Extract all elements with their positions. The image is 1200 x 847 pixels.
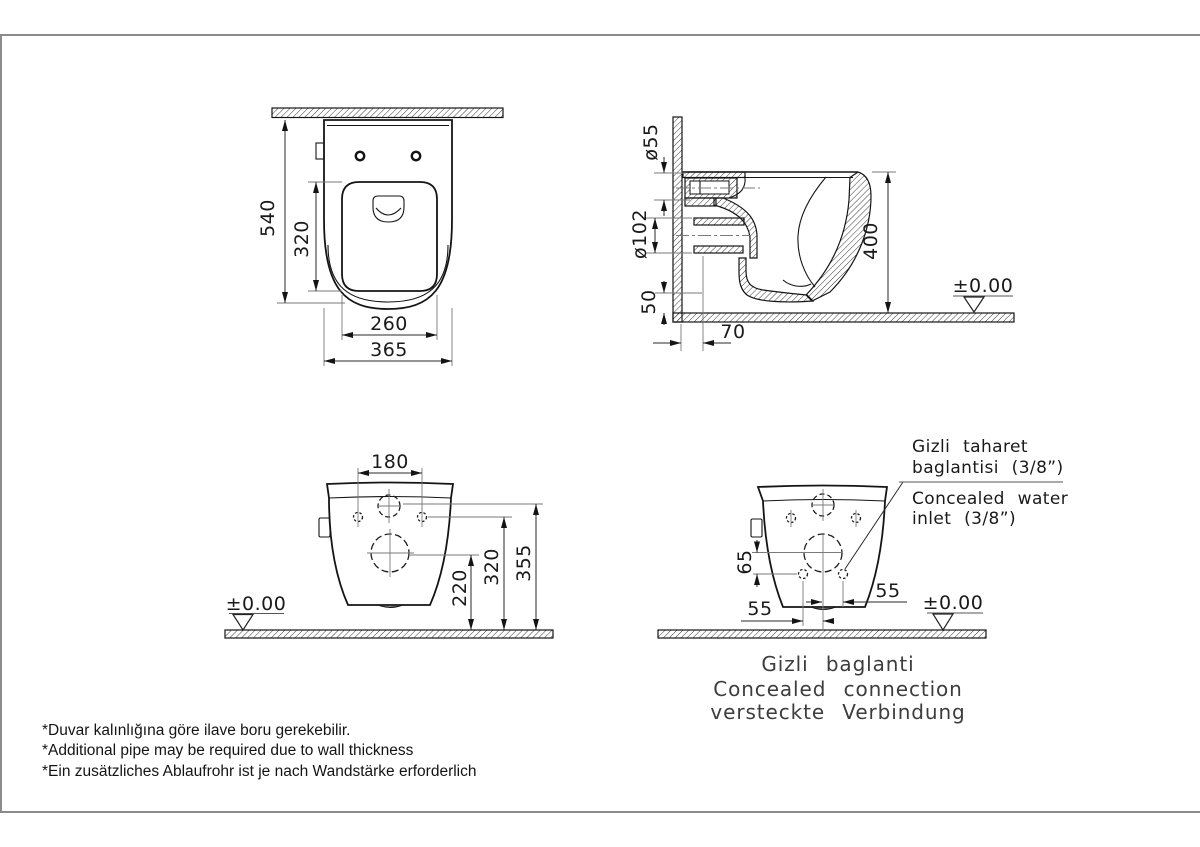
seat-bolt-hole [410,150,422,162]
water-inlet-callout: Gizli taharet baglantisi (3/8”) Conceale… [844,437,1068,570]
outlet-top-wall [693,217,745,226]
weir-curve [782,279,812,287]
dim-65: 65 [734,540,760,587]
dim-320-front: 320 [481,517,507,630]
dim-220: 220 [449,555,474,630]
rim-deck-section [682,171,746,179]
rim-line [328,495,452,499]
flush-valve [372,195,405,223]
side-button-tab [318,517,331,538]
dim-55-right: 55 [806,580,907,605]
outlet-bottom-wall [693,245,744,254]
dim-label: 400 [860,222,882,260]
dim-label: 365 [370,339,408,361]
dim-540: 540 [257,120,345,304]
sump-section [738,257,815,303]
callout-tr-line2: baglantisi (3/8”) [912,458,1064,478]
dim-label: 220 [449,569,471,607]
datum-concealed: ±0.00 [923,592,984,632]
dim-320: 320 [291,181,342,292]
dim-180: 180 [357,451,423,510]
side-section-view: ø55 ø102 50 400 70 ±0.00 [629,116,1015,351]
datum-front: ±0.00 [226,593,287,632]
dim-70: 70 [653,256,745,351]
dim-label: 55 [747,598,772,620]
dim-365: 365 [323,308,453,366]
dim-outlet-dia: ø102 [629,209,692,259]
datum-triangle [962,296,986,314]
side-button-tab [315,142,325,160]
seat-bolt-hole [354,150,366,162]
pan-outline [323,119,453,310]
bowl-inner-curve [797,176,827,288]
body-outline [325,481,455,606]
bowl-back-line [728,176,746,199]
footnote-tr: *Duvar kalınlığına göre ilave boru gerek… [42,722,351,739]
body-outline [756,484,889,608]
floor-section [657,629,987,639]
datum-triangle [931,613,955,632]
dim-55-left: 55 [741,598,834,624]
trap-bump [377,605,404,608]
front-wall-section [805,171,872,302]
trap-bump [810,607,837,610]
datum-label: ±0.00 [923,592,984,614]
dim-label: 320 [481,548,503,586]
dim-inlet-dia: ø55 [640,123,690,216]
flush-valve-lip [375,207,402,216]
inlet-step-section [684,197,717,207]
floor-section [224,629,554,639]
dim-label: 320 [291,220,313,258]
dim-50: 50 [638,281,702,325]
waste-outlet-circle [803,533,843,573]
concealed-caption: Gizli baglanti Concealed connection vers… [710,652,965,724]
dim-400: 400 [860,171,896,313]
front-view: 180 220 320 355 ±0.00 [224,451,554,639]
dim-label: 65 [734,549,756,574]
footnote-de: *Ein zusätzliches Ablaufrohr ist je nach… [42,762,477,780]
top-view: 540 320 260 365 [257,107,504,366]
side-button-tab [750,518,763,538]
dim-260: 260 [341,295,438,340]
dim-label: ø55 [640,123,662,160]
pan-inner-contour [327,244,449,303]
dim-label: 260 [370,313,408,335]
dim-label: 540 [257,199,279,237]
datum-label: ±0.00 [953,275,1014,297]
dim-label: ø102 [629,209,651,259]
wall-section [271,107,504,119]
page-border [0,34,1200,813]
concealed-bolt [837,568,849,580]
leader-line [844,481,904,570]
bowl-rim [341,181,438,292]
dim-355: 355 [513,504,539,630]
caption-en: Concealed connection [713,677,963,701]
footnotes: *Duvar kalınlığına göre ilave boru gerek… [42,721,477,782]
concealed-bolt [797,568,809,580]
dim-label: 355 [513,544,535,582]
wall-section [672,116,683,323]
footnote-en: *Additional pipe may be required due to … [42,742,414,760]
datum-label: ±0.00 [226,593,287,615]
datum-triangle [231,613,255,632]
dim-label: 55 [875,580,900,602]
rim-line [762,498,886,502]
dim-label: 180 [371,451,409,473]
dim-label: 50 [638,289,660,314]
dim-label: 70 [720,321,745,343]
concealed-connection-view: 65 55 55 ±0.00 Gizli taharet baglantisi … [657,437,1068,724]
datum-side: ±0.00 [953,275,1014,314]
callout-tr-line1: Gizli taharet [912,437,1028,457]
spud-bore [689,180,730,195]
trap-descender-section [713,197,758,259]
caption-de: versteckte Verbindung [710,700,965,724]
callout-en-line1: Concealed water [912,489,1068,509]
callout-en-line2: inlet (3/8”) [912,509,1016,529]
caption-tr: Gizli baglanti [761,652,914,676]
floor-section [672,312,1015,323]
